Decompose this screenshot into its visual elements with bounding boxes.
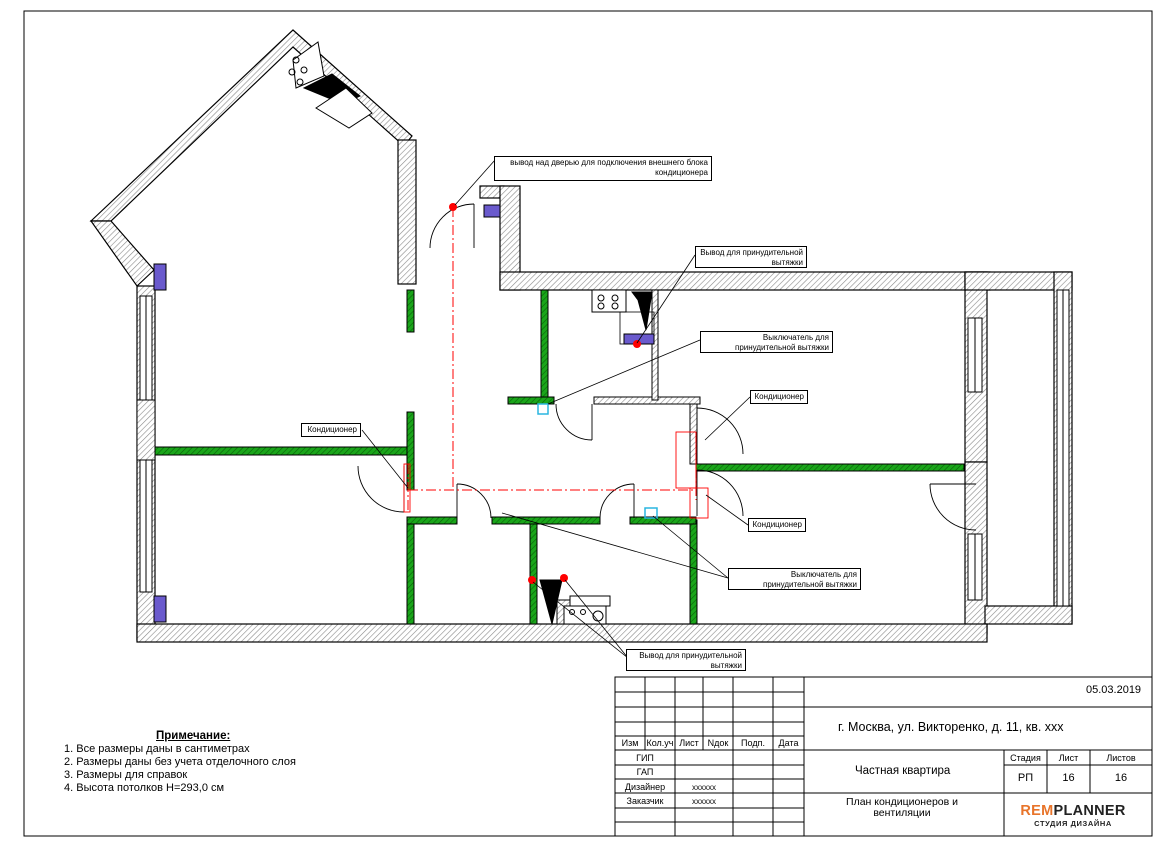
name-designer: xxxxxx: [692, 783, 716, 792]
header-koluch: Кол.уч: [646, 738, 674, 748]
notes-title: Примечание:: [156, 730, 231, 742]
sheet-value: 16: [1062, 772, 1075, 784]
note-item: 3. Размеры для справок: [64, 769, 188, 781]
callout-exhaust-switch-bottom: Выключатель для принудительной вытяжки: [728, 568, 861, 590]
exterior-walls: [89, 29, 1073, 643]
stage-label: Стадия: [1010, 753, 1041, 763]
sheets-label: Листов: [1106, 753, 1136, 763]
brand-rem: REM: [1020, 803, 1054, 819]
note-item: 4. Высота потолков H=293,0 см: [64, 782, 225, 794]
project-name: Частная квартира: [855, 765, 951, 777]
title-block-grid: [614, 676, 1153, 837]
drawing-title: План кондиционеров и вентиляции: [846, 796, 958, 819]
brand-planner: PLANNER: [1053, 803, 1126, 819]
callout-ac-left: Кондиционер: [301, 423, 361, 437]
note-item: 1. Все размеры даны в сантиметрах: [64, 743, 250, 755]
date: 05.03.2019: [1086, 684, 1142, 696]
role-gip: ГИП: [636, 753, 654, 763]
header-list: Лист: [679, 738, 699, 748]
role-gap: ГАП: [636, 767, 654, 777]
partitions: [154, 289, 965, 625]
callout-exhaust-switch-top: Выключатель для принудительной вытяжки: [700, 331, 833, 353]
role-designer: Дизайнер: [624, 782, 666, 792]
sheet-frame: [23, 10, 1153, 837]
header-ndok: Nдок: [707, 738, 729, 748]
exhaust-switches: [537, 403, 658, 519]
brand-sub: СТУДИЯ ДИЗАЙНА: [1034, 819, 1112, 828]
header-data: Дата: [778, 738, 799, 748]
address: г. Москва, ул. Викторенко, д. 11, кв. xx…: [838, 720, 1064, 734]
stage-value: РП: [1017, 772, 1034, 784]
header-podp: Подп.: [741, 738, 765, 748]
sheets-value: 16: [1114, 772, 1128, 784]
notes: Примечание: 1. Все размеры даны в сантим…: [64, 730, 296, 795]
fixtures: [153, 41, 655, 625]
callout-door-outlet: вывод над дверью для подключения внешнег…: [494, 156, 712, 181]
name-customer: xxxxxx: [692, 797, 716, 806]
callout-ac-right-bottom: Кондиционер: [748, 518, 806, 532]
remplanner-logo: REMPLANNER СТУДИЯ ДИЗАЙНА: [1010, 804, 1136, 829]
role-customer: Заказчик: [626, 796, 664, 806]
header-izm: Изм: [621, 738, 639, 748]
doors: [357, 203, 977, 531]
note-item: 2. Размеры даны без учета отделочного сл…: [64, 756, 296, 768]
callout-ac-right-top: Кондиционер: [750, 390, 808, 404]
sheet-label: Лист: [1058, 753, 1079, 763]
exhaust-outlets: [449, 203, 641, 584]
leader-lines: [361, 159, 751, 659]
ac-units: [403, 431, 709, 519]
callout-exhaust-outlet-bottom: Вывод для принудительной вытяжки: [626, 649, 746, 671]
callout-exhaust-outlet-top: Вывод для принудительной вытяжки: [695, 246, 807, 268]
windows: [136, 289, 1070, 607]
